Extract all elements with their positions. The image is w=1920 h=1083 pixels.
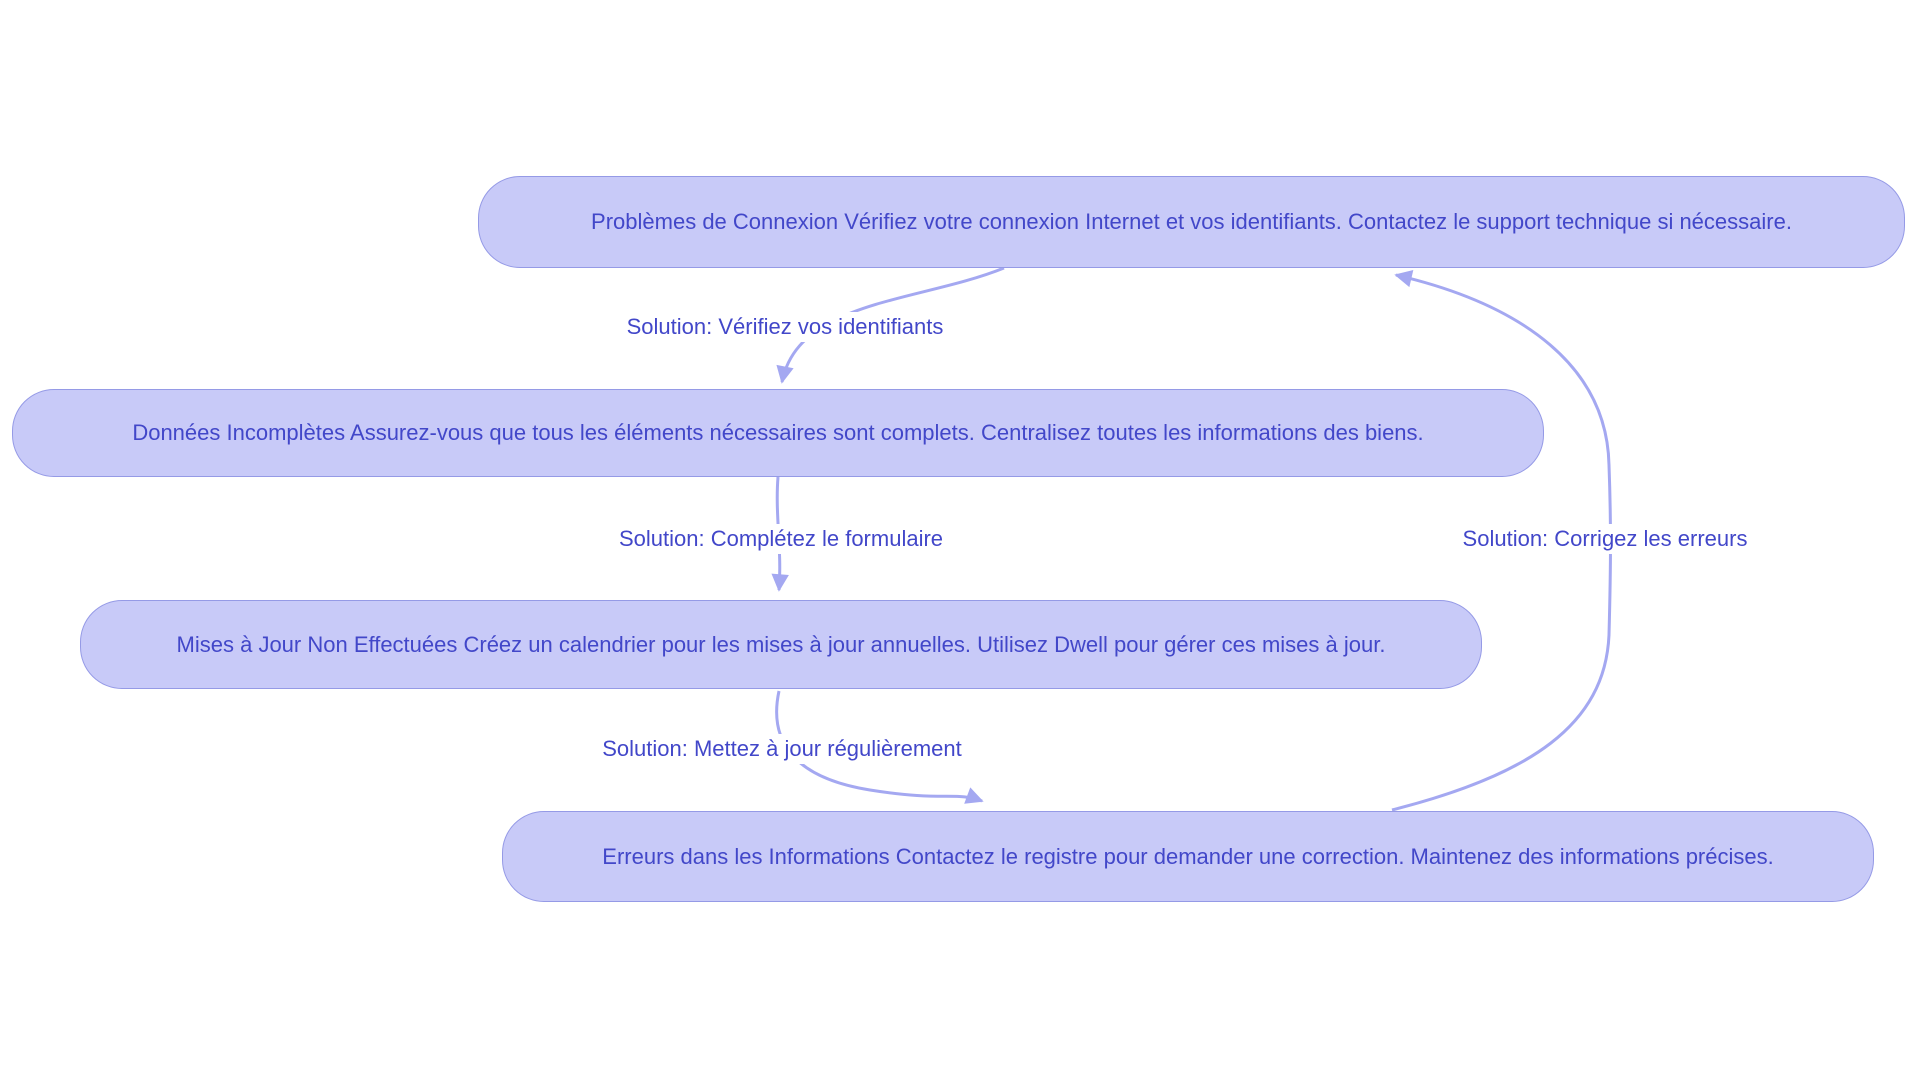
edge-label-corrigez-erreurs: Solution: Corrigez les erreurs: [1456, 524, 1754, 554]
flowchart-node-mises-a-jour: Mises à Jour Non Effectuées Créez un cal…: [80, 600, 1482, 689]
node-label: Données Incomplètes Assurez-vous que tou…: [132, 420, 1424, 445]
node-label: Problèmes de Connexion Vérifiez votre co…: [591, 209, 1792, 234]
edge-arrow-n1-n2: [776, 266, 1005, 384]
edge-arrow-n3-n4: [775, 690, 984, 804]
flowchart-node-donnees-incompletes: Données Incomplètes Assurez-vous que tou…: [12, 389, 1544, 477]
edge-label-verifiez-identifiants: Solution: Vérifiez vos identifiants: [620, 312, 950, 342]
edge-label-completez-formulaire: Solution: Complétez le formulaire: [612, 524, 950, 554]
edge-label-mettez-a-jour: Solution: Mettez à jour régulièrement: [596, 734, 968, 764]
node-label: Mises à Jour Non Effectuées Créez un cal…: [176, 631, 1386, 657]
flowchart-node-problemes-connexion: Problèmes de Connexion Vérifiez votre co…: [478, 176, 1905, 268]
node-label: Erreurs dans les Informations Contactez …: [602, 843, 1774, 869]
flowchart-node-erreurs-informations: Erreurs dans les Informations Contactez …: [502, 811, 1874, 902]
